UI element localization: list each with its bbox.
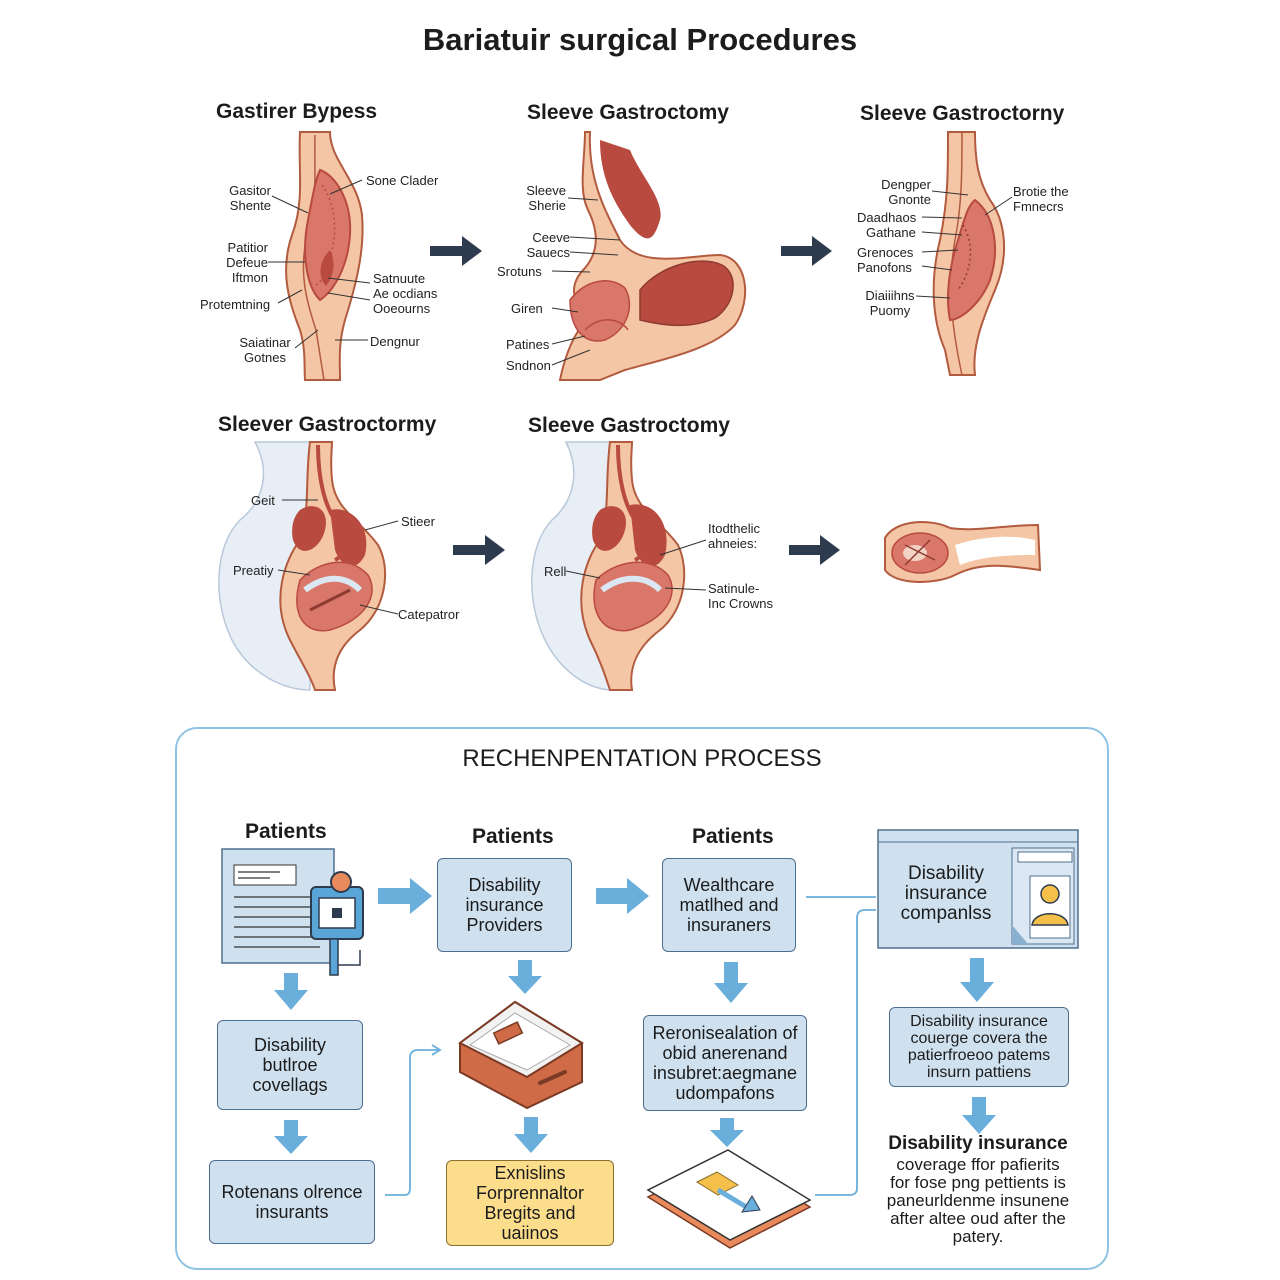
label-satinule: Satinule- Inc Crowns <box>708 581 774 611</box>
label-gathane: Gathane <box>866 225 916 240</box>
column-head-patients-1: Patients <box>245 820 327 843</box>
label-ceeve-sauecs: Ceeve Sauecs <box>526 230 570 260</box>
label-catepatror: Catepatror <box>398 607 460 622</box>
panel-title-sleeve-3: Sleever Gastroctormy <box>218 413 437 436</box>
label-itodthelic: Itodthelic ahneies: <box>708 521 761 551</box>
box-coverage-covers: Disability insurance couerge covera the … <box>889 1007 1069 1087</box>
label-patitior: Patitior Defeue Iftmon <box>226 240 268 285</box>
label-dengper: Dengper Gnonte <box>881 177 931 207</box>
panel-title-sleeve-2: Sleeve Gastroctorny <box>860 102 1065 125</box>
process-title: RECHENPENTATION PROCESS <box>462 745 822 772</box>
box-rotenans: Rotenans olrence insurants <box>209 1160 375 1244</box>
box-reimbursement: Reronisealation of obid anerenand insubr… <box>643 1015 807 1111</box>
label-sndnon: Sndnon <box>506 358 551 373</box>
label-protemtning: Protemtning <box>200 297 271 312</box>
panel-title-sleeve-1: Sleeve Gastroctomy <box>527 101 729 124</box>
main-title: Bariatuir surgical Procedures <box>422 22 858 57</box>
label-patines: Patines <box>506 337 550 352</box>
column-head-patients-3: Patients <box>692 825 774 848</box>
panel-title-sleeve-4: Sleeve Gastroctomy <box>528 414 730 437</box>
label-diaiiihns: Diaiiihns Puomy <box>865 288 915 318</box>
label-geit: Geit <box>251 493 275 508</box>
panel-title-gastric-bypass: Gastirer Bypess <box>216 100 378 123</box>
label-sone-clader: Sone Clader <box>366 173 439 188</box>
label-sleeve-sherie: Sleeve Sherie <box>526 183 566 213</box>
process-container <box>175 727 1109 1270</box>
label-satnuute: Satnuute Ae ocdians Ooeourns <box>373 271 438 316</box>
label-preatiy: Preatiy <box>233 563 274 578</box>
final-heading: Disability insurance <box>878 1133 1078 1154</box>
label-brotie: Brotie the Fmnecrs <box>1013 184 1069 214</box>
label-dengnur: Dengnur <box>370 334 420 349</box>
label-daadhaos: Daadhaos <box>857 210 917 225</box>
box-disability-coverage: Disability butlroe covellags <box>217 1020 363 1110</box>
label-gastric-shente: Gasitor Shente <box>229 183 271 213</box>
label-rell: Rell <box>544 564 567 579</box>
label-stieer: Stieer <box>401 514 435 529</box>
final-text: coverage ffor pafierits for fose png pet… <box>886 1155 1070 1246</box>
box-disability-companies: Disability insurance companlss <box>900 863 992 924</box>
label-srotuns: Srotuns <box>497 264 542 279</box>
box-disability-providers: Disability insurance Providers <box>437 858 572 952</box>
final-heading-text: Disability insurance <box>888 1133 1068 1154</box>
label-saiatinar: Saiatinar Gotnes <box>239 335 291 365</box>
box-wealthcare: Wealthcare matlhed and insuraners <box>662 858 796 952</box>
label-giren: Giren <box>511 301 543 316</box>
box-explains: Exnislins Forprennaltor Bregits and uaii… <box>446 1160 614 1246</box>
label-grenoces: Grenoces Panofons <box>857 245 914 275</box>
column-head-patients-2: Patients <box>472 825 554 848</box>
